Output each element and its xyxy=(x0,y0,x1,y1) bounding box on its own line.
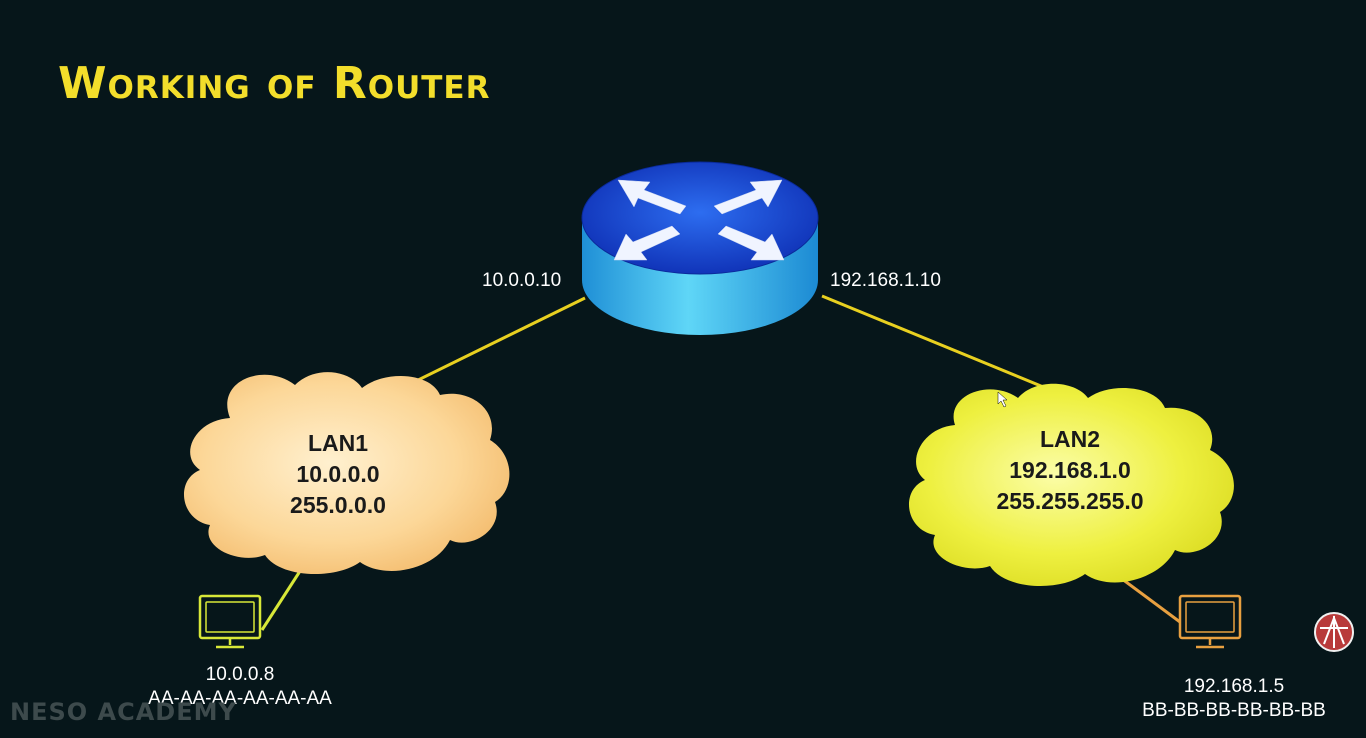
link-lan1-host1 xyxy=(260,567,304,631)
lan2-cloud xyxy=(908,383,1234,586)
host1-mac: AA-AA-AA-AA-AA-AA xyxy=(148,688,332,709)
link-lan2-host2 xyxy=(1117,574,1181,624)
cursor-icon xyxy=(997,391,1008,408)
lan1-label: LAN1 10.0.0.0 255.0.0.0 xyxy=(248,428,428,521)
lan2-mask: 255.255.255.0 xyxy=(996,488,1144,514)
logo-icon xyxy=(1314,612,1354,652)
host1-label: 10.0.0.8 AA-AA-AA-AA-AA-AA xyxy=(120,664,360,710)
computer-icon-host1 xyxy=(198,594,262,649)
lan1-cloud xyxy=(183,372,510,575)
host2-mac: BB-BB-BB-BB-BB-BB xyxy=(1142,700,1326,721)
router-icon xyxy=(581,161,819,335)
computer-icon-host2 xyxy=(1178,594,1242,649)
lan1-mask: 255.0.0.0 xyxy=(290,492,386,518)
link-router-lan1 xyxy=(409,296,586,386)
link-router-lan2 xyxy=(821,294,1076,402)
router-left-ip: 10.0.0.10 xyxy=(482,270,562,291)
lan2-label: LAN2 192.168.1.0 255.255.255.0 xyxy=(960,424,1180,517)
title: Working of Router xyxy=(58,58,491,109)
lan1-name: LAN1 xyxy=(307,430,369,456)
host2-label: 192.168.1.5 BB-BB-BB-BB-BB-BB xyxy=(1114,676,1354,722)
lan2-network: 192.168.1.0 xyxy=(1009,457,1131,483)
host2-ip: 192.168.1.5 xyxy=(1183,676,1285,697)
watermark: NESO ACADEMY xyxy=(10,698,237,726)
lan2-name: LAN2 xyxy=(1039,426,1101,452)
lan1-network: 10.0.0.0 xyxy=(296,461,380,487)
host1-ip: 10.0.0.8 xyxy=(205,664,275,685)
router-right-ip: 192.168.1.10 xyxy=(830,270,941,291)
